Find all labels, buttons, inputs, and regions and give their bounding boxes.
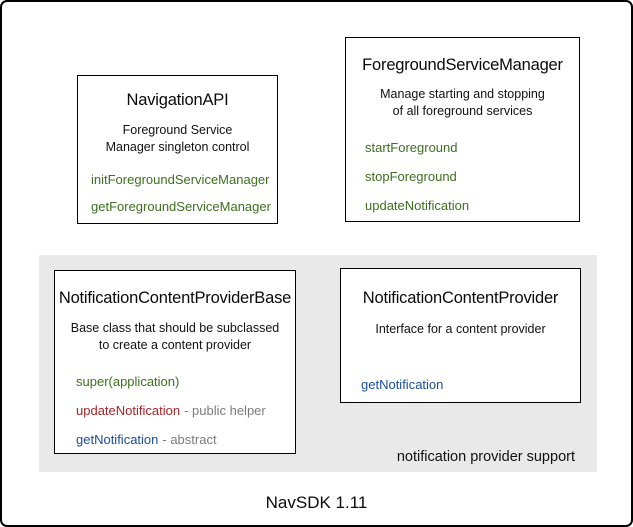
class-box-notification-content-provider-base: NotificationContentProviderBase Base cla… xyxy=(54,270,296,454)
description-line: to create a content provider xyxy=(98,338,252,352)
notification-provider-group: NotificationContentProviderBase Base cla… xyxy=(39,255,597,472)
class-box-notification-content-provider: NotificationContentProvider Interface fo… xyxy=(340,268,581,403)
sdk-version-label: NavSDK 1.11 xyxy=(265,493,368,512)
method-name: getNotification xyxy=(76,432,159,447)
description-line: Manager singleton control xyxy=(105,140,250,154)
method-list: startForeground stopForeground updateNot… xyxy=(346,140,579,213)
method-updatenotification: updateNotification xyxy=(365,198,470,213)
class-box-navigation-api: NavigationAPI Foreground Service Manager… xyxy=(77,75,278,224)
class-title: ForegroundServiceManager xyxy=(362,56,563,74)
method-super-application: super(application) xyxy=(76,374,295,389)
class-description: Base class that should be subclassed to … xyxy=(55,320,295,354)
class-title: NotificationContentProviderBase xyxy=(58,289,292,307)
method-list: initForegroundServiceManager getForegrou… xyxy=(78,172,277,214)
method-startforeground: startForeground xyxy=(365,140,458,155)
class-title: NavigationAPI xyxy=(126,91,229,109)
method-updatenotification: updateNotification- public helper xyxy=(76,403,295,418)
method-stopforeground: stopForeground xyxy=(365,169,457,184)
description-line: Manage starting and stopping xyxy=(380,87,545,101)
method-name: super(application) xyxy=(76,374,180,389)
method-annotation: - public helper xyxy=(184,403,266,418)
method-list: super(application) updateNotification- p… xyxy=(55,374,295,447)
method-getnotification: getNotification- abstract xyxy=(76,432,295,447)
class-description: Interface for a content provider xyxy=(341,321,580,338)
method-getforegroundservicemanager: getForegroundServiceManager xyxy=(91,199,271,214)
class-description: Foreground Service Manager singleton con… xyxy=(78,122,277,156)
description-line: Foreground Service xyxy=(122,123,233,137)
description-line: of all foreground services xyxy=(392,104,533,118)
class-box-foreground-service-manager: ForegroundServiceManager Manage starting… xyxy=(345,37,580,222)
method-name: updateNotification xyxy=(76,403,181,418)
method-getnotification: getNotification xyxy=(361,377,444,392)
description-line: Base class that should be subclassed xyxy=(70,321,280,335)
method-list: getNotification xyxy=(341,377,580,392)
class-title: NotificationContentProvider xyxy=(362,289,559,307)
class-description: Manage starting and stopping of all fore… xyxy=(346,86,579,120)
method-initforegroundservicemanager: initForegroundServiceManager xyxy=(91,172,270,187)
description-line: Interface for a content provider xyxy=(375,322,546,336)
group-label: notification provider support xyxy=(396,449,575,465)
method-annotation: - abstract xyxy=(162,432,217,447)
